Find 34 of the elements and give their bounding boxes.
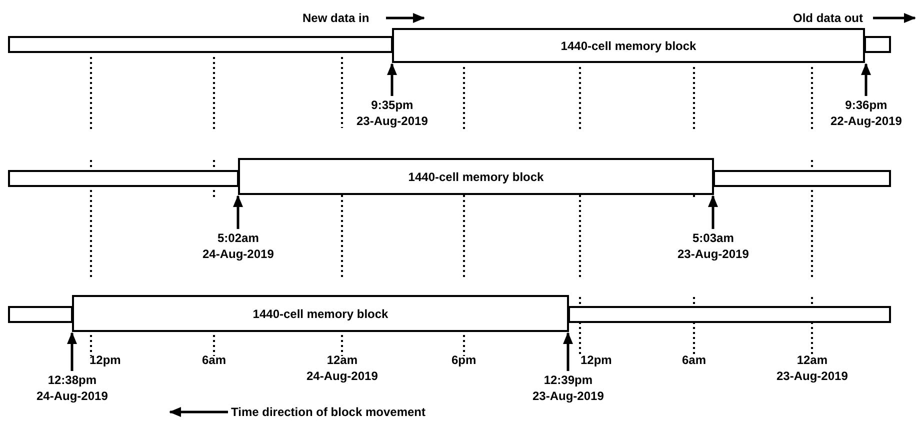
arrow — [67, 332, 77, 371]
arrow — [563, 332, 573, 371]
tape-bar — [713, 170, 891, 187]
block-label: 1440-cell memory block — [560, 38, 696, 52]
arrow — [708, 195, 718, 229]
block-label: 1440-cell memory block — [408, 170, 544, 184]
block-label: 1440-cell memory block — [252, 306, 388, 320]
tape-bar — [8, 170, 239, 187]
tape-bar — [864, 36, 891, 53]
tick-label: 12am 24-Aug-2019 — [306, 352, 378, 384]
timestamp-label: 12:38pm 24-Aug-2019 — [36, 372, 108, 404]
timestamp-label: 9:36pm 22-Aug-2019 — [830, 97, 902, 129]
caption-label: Old data out — [793, 10, 863, 26]
tick-label: 6pm — [452, 352, 476, 368]
timestamp-label: 5:03am 23-Aug-2019 — [678, 230, 749, 262]
timestamp-label: 9:35pm 23-Aug-2019 — [356, 97, 428, 129]
tape-bar — [568, 306, 891, 323]
tick-label: 12pm — [90, 352, 121, 368]
tick-label: 12pm — [580, 352, 612, 368]
timestamp-label: 12:39pm 23-Aug-2019 — [532, 372, 604, 404]
arrow — [233, 195, 243, 229]
tick-label: 6am — [202, 352, 226, 368]
caption-label: Time direction of block movement — [231, 404, 426, 420]
tick-label: 6am — [682, 352, 706, 368]
tape-bar — [8, 36, 393, 53]
memory-block — [392, 28, 865, 63]
arrow — [387, 63, 397, 96]
tape-bar — [8, 306, 73, 323]
caption-label: New data in — [302, 10, 370, 26]
timestamp-label: 5:02am 24-Aug-2019 — [202, 230, 274, 262]
memory-block — [238, 158, 714, 195]
memory-block — [72, 295, 569, 332]
tick-label: 12am 23-Aug-2019 — [776, 352, 848, 384]
arrow — [861, 63, 871, 96]
